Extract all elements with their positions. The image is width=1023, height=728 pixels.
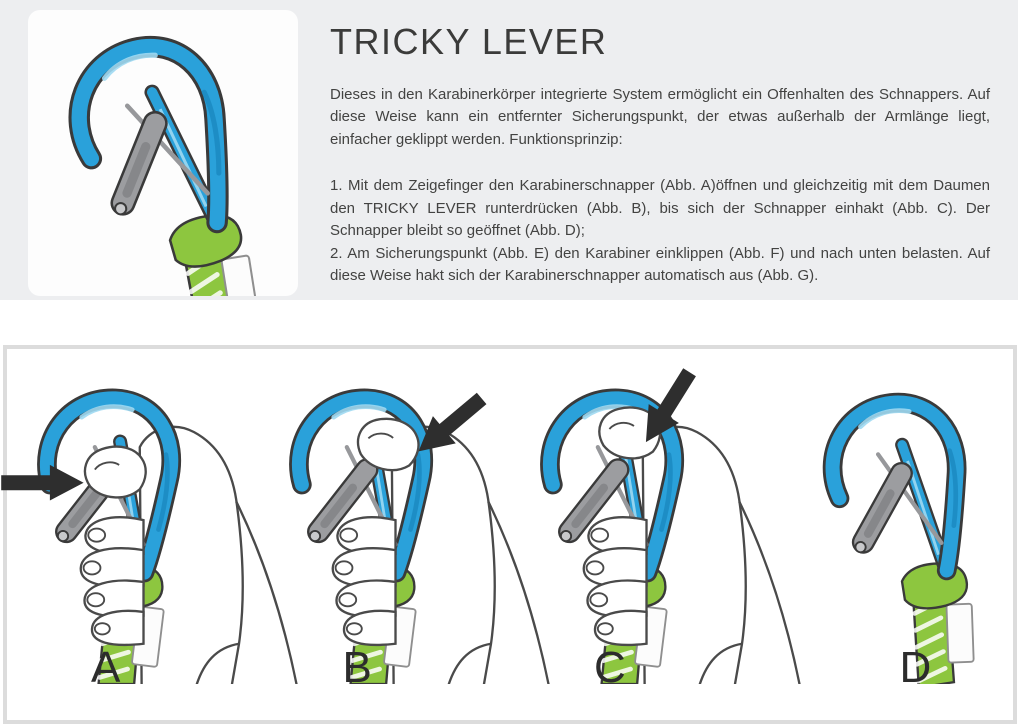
hero-illustration — [28, 10, 298, 296]
figure-c-label: C — [594, 643, 626, 692]
hero-section: TRICKY LEVER Dieses in den Karabinerkörp… — [0, 0, 1018, 300]
figures-panel: A B C D — [1, 345, 1017, 724]
page-title: TRICKY LEVER — [330, 21, 608, 62]
step-2-text: 2. Am Sicherungspunkt (Abb. E) den Karab… — [330, 244, 990, 285]
step-1-text: 1. Mit dem Zeigefinger den Karabinerschn… — [330, 177, 990, 240]
figure-d: D — [762, 349, 1014, 720]
figure-c: C — [510, 349, 802, 720]
figure-a-label: A — [91, 643, 121, 692]
intro-paragraph: Dieses in den Karabinerkörper integriert… — [330, 85, 990, 148]
figure-d-label: D — [899, 643, 932, 692]
figure-a: A — [1, 349, 299, 720]
figure-b: B — [259, 349, 550, 720]
figure-d-illustration — [756, 361, 1023, 684]
quickdraw-illustration — [28, 14, 298, 296]
figure-b-label: B — [342, 643, 372, 692]
